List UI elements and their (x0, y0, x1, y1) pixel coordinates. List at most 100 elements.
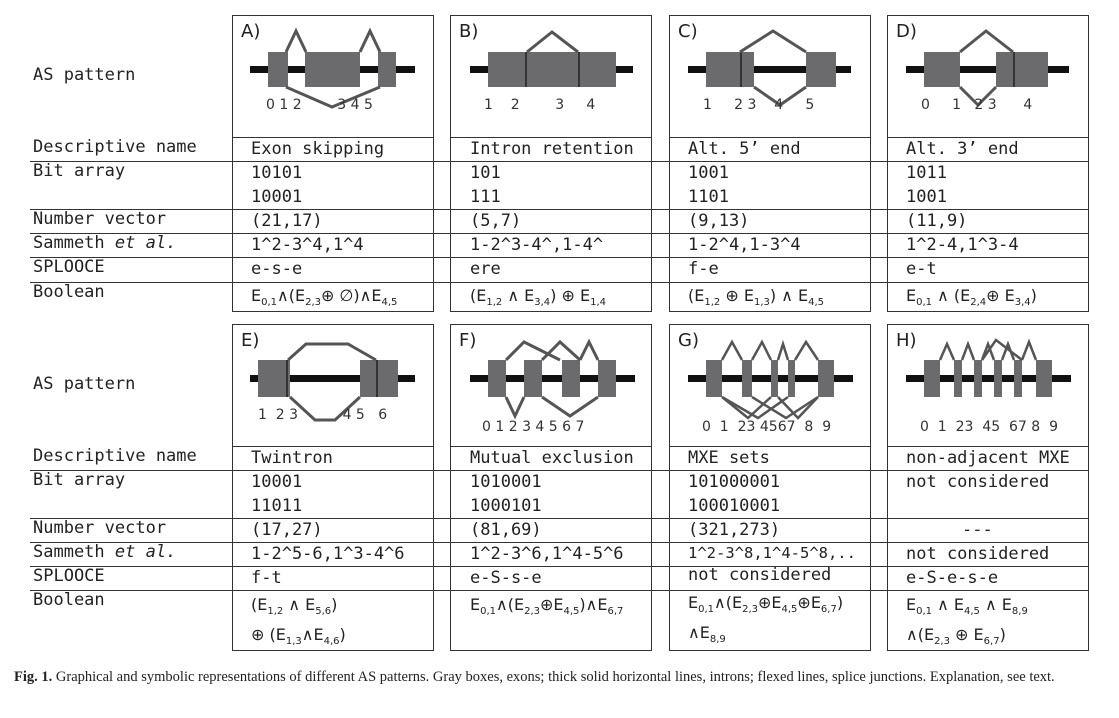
sammeth-a: 1^2-3^4,1^4 (251, 235, 364, 255)
bit-array-h: not considered (906, 472, 1050, 492)
splooce-e: f-t (251, 568, 282, 588)
boolean-e-line1: (E1,2 ∧ E5,6) (251, 595, 338, 617)
junction (504, 396, 526, 420)
exon-divider (578, 52, 580, 87)
position-numbers-h: 0 1 23 45 67 8 9 (920, 419, 1059, 435)
number-vector-g: (321,273) (688, 520, 781, 540)
number-vector-h: --- (962, 520, 993, 540)
panel-b-box (450, 15, 652, 138)
label-number-vector-top: Number vector (33, 209, 167, 229)
position-numbers-e: 1 2 3 4 5 6 (258, 407, 388, 423)
position-numbers-g: 0 1 23 4567 8 9 (702, 419, 832, 435)
rule (30, 590, 1089, 591)
junction (284, 27, 308, 53)
junction (1000, 340, 1016, 361)
splooce-d: e-t (906, 259, 937, 279)
sammeth-h: not considered (906, 544, 1050, 564)
panel-letter-c: C) (678, 21, 698, 42)
panel-c-box (669, 15, 871, 138)
junction (777, 396, 819, 420)
sammeth-e: 1-2^5-6,1^3-4^6 (251, 544, 405, 564)
figure-caption: Fig. 1. Graphical and symbolic represent… (14, 668, 1109, 686)
bit-array-d-1: 1011 (906, 163, 947, 183)
panel-e-box (232, 324, 434, 447)
number-vector-e: (17,27) (251, 520, 323, 540)
panel-letter-g: G) (678, 330, 699, 351)
intron-line (906, 66, 1069, 73)
number-vector-c: (9,13) (688, 211, 750, 231)
exon-box (598, 360, 616, 397)
caption-text: Graphical and symbolic representations o… (52, 669, 1055, 685)
rule (30, 233, 1089, 234)
number-vector-f: (81,69) (470, 520, 542, 540)
sammeth-g: 1^2-3^8,1^4-5^8,.. (688, 544, 856, 562)
table-col-d (887, 137, 1089, 312)
junction (793, 339, 820, 361)
position-numbers-d: 0 1 2 3 4 (921, 97, 1033, 113)
junction (753, 85, 807, 107)
splooce-f: e-S-s-e (470, 568, 542, 588)
table-col-g (669, 446, 871, 651)
exon-box (360, 360, 398, 397)
rule (30, 470, 1089, 471)
position-numbers-f: 0 1 2 3 4 5 6 7 (482, 419, 585, 435)
exon-divider (376, 360, 378, 397)
exon-box (305, 52, 360, 87)
bit-array-e-2: 11011 (251, 496, 303, 516)
bit-array-c-2: 1101 (688, 187, 729, 207)
exon-box (562, 360, 580, 397)
position-numbers-c: 1 2 3 4 5 (703, 97, 815, 113)
junction (288, 395, 362, 422)
rule (30, 518, 1089, 519)
splooce-a: e-s-e (251, 259, 303, 279)
label-descriptive-name-bottom: Descriptive name (33, 446, 197, 466)
boolean-g-line1: E0,1∧(E2,3⊕E4,5⊕E6,7) (688, 593, 844, 615)
boolean-h-line2: ∧(E2,3 ⊕ E6,7) (906, 625, 1006, 647)
exon-box (258, 360, 290, 397)
diagram-mxe-sets (688, 339, 853, 420)
diagram-mutual-exclusion (470, 338, 635, 420)
table-col-h (887, 446, 1089, 651)
bit-array-c-1: 1001 (688, 163, 729, 183)
exon-box (524, 360, 542, 397)
bit-array-e-1: 10001 (251, 472, 303, 492)
panel-h-box (887, 324, 1089, 447)
descriptive-name-e: Twintron (251, 448, 333, 468)
rule (30, 542, 1089, 543)
junction (739, 29, 807, 54)
intron-line (250, 375, 415, 382)
label-boolean-bottom: Boolean (33, 590, 105, 610)
junction (750, 339, 773, 361)
splooce-g: not considered (688, 565, 832, 585)
rule (30, 209, 1089, 210)
splooce-c: f-e (688, 259, 719, 279)
junction (541, 395, 599, 418)
descriptive-name-c: Alt. 5’ end (688, 139, 801, 159)
junction (751, 395, 819, 420)
bit-array-a-1: 10101 (251, 163, 303, 183)
descriptive-name-d: Alt. 3’ end (906, 139, 1019, 159)
table-col-a (232, 137, 434, 312)
exon-box (974, 360, 982, 397)
label-splooce-top: SPLOOCE (33, 257, 105, 277)
panel-letter-h: H) (896, 330, 917, 351)
label-splooce-bottom: SPLOOCE (33, 566, 105, 586)
exon-box (378, 52, 396, 87)
label-bit-array-bottom: Bit array (33, 470, 126, 490)
boolean-g-line2: ∧E8,9 (688, 623, 726, 645)
boolean-d: E0,1 ∧ (E2,4⊕ E3,4) (906, 286, 1037, 308)
rule (30, 257, 1089, 258)
diagram-alt-5-end (688, 29, 851, 107)
junction (938, 340, 956, 361)
junction (578, 338, 600, 361)
label-as-pattern-bottom: AS pattern (33, 374, 136, 394)
sammeth-b: 1-2^3-4^,1-4^ (470, 235, 604, 255)
boolean-b: (E1,2 ∧ E3,4) ⊕ E1,4 (470, 286, 607, 308)
bit-array-g-1: 101000001 (688, 472, 781, 492)
exon-box (706, 360, 722, 397)
bit-array-b-2: 111 (470, 187, 501, 207)
number-vector-d: (11,9) (906, 211, 968, 231)
panel-letter-d: D) (896, 21, 917, 42)
splooce-h: e-S-e-s-e (906, 568, 999, 588)
splooce-b: ere (470, 259, 501, 279)
